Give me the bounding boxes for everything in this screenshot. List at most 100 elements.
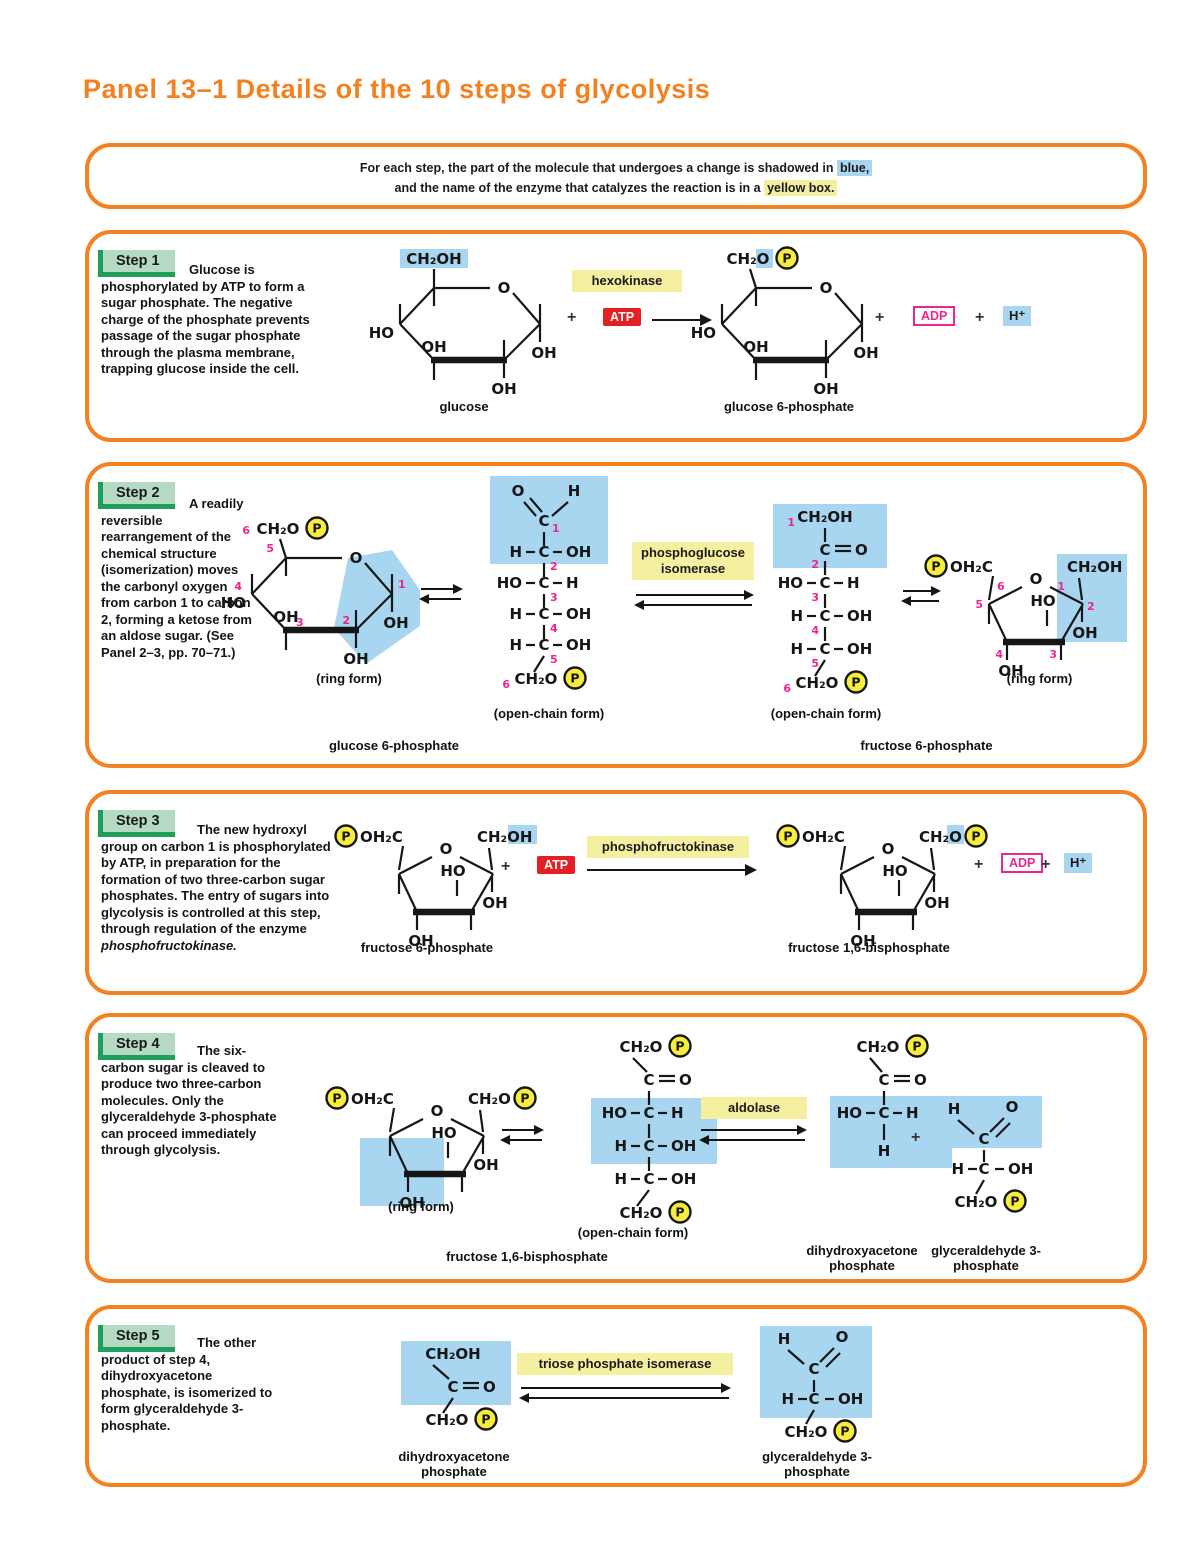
plus-sign: + <box>1041 856 1051 873</box>
atom-label: OH <box>421 338 446 356</box>
bonds <box>720 268 864 380</box>
blue-highlight <box>591 1098 717 1164</box>
atom-label: O <box>483 1378 496 1396</box>
plus-sign: + <box>974 856 984 873</box>
legend-line-2: and the name of the enzyme that catalyze… <box>89 178 1143 198</box>
bonds <box>839 845 936 930</box>
bonds <box>787 1347 841 1425</box>
atom-label: C <box>538 574 549 592</box>
atom-label: OH₂C <box>802 828 845 846</box>
atp-badge: ATP <box>537 856 576 874</box>
atom-label: H <box>951 1160 964 1178</box>
step-1-text: Glucose is phosphorylated by ATP to form… <box>101 262 310 376</box>
h-plus-badge: H⁺ <box>1003 306 1032 326</box>
step-1-description: Glucose is phosphorylated by ATP to form… <box>101 262 313 378</box>
carbon-number: 2 <box>550 560 558 573</box>
blue-highlight <box>773 504 887 568</box>
atom-label: OH <box>273 608 298 626</box>
atom-label: O <box>679 1071 692 1089</box>
plus-sign: + <box>501 858 511 875</box>
carbon-number: 6 <box>783 682 791 695</box>
glucose-6-phosphate-ring-structure: CH₂O P O HO OH OH <box>691 246 879 398</box>
step-5-panel: Step 5 The other product of step 4, dihy… <box>85 1305 1147 1487</box>
atom-label: CH₂OH <box>477 828 532 846</box>
indent-spacer <box>101 833 197 834</box>
atom-label: CH₂O <box>468 1090 511 1108</box>
atom-label: OH <box>998 662 1023 680</box>
atom-label: HO <box>1030 592 1055 610</box>
atom-label: O <box>914 1071 927 1089</box>
phosphate-icon <box>668 1034 692 1058</box>
ring-oxygen: O <box>350 549 363 567</box>
molecule-label-dhap: dihydroxyacetone phosphate <box>806 1243 918 1273</box>
atom-label: H <box>614 1137 627 1155</box>
carbon-number: 6 <box>242 524 250 537</box>
f16bp-ring-structure: P OH₂C O CH₂O P HO OH OH <box>325 1086 537 1212</box>
indent-spacer <box>101 1054 197 1055</box>
bonds <box>987 575 1084 660</box>
ring-oxygen: O <box>882 840 895 858</box>
molecule-label-f6p: fructose 6-phosphate <box>360 940 494 955</box>
atom-label: OH <box>847 640 872 658</box>
molecule-label-f16bp: fructose 1,6-bisphosphate <box>788 940 950 955</box>
step-4-panel: Step 4 The six-carbon sugar is cleaved t… <box>85 1013 1147 1283</box>
atom-label: CH₂OH <box>797 508 852 526</box>
atom-label: H <box>509 605 522 623</box>
atom-label: CH₂O <box>857 1038 900 1056</box>
phosphate-icon <box>513 1086 537 1110</box>
atom-label: C <box>808 1390 819 1408</box>
phosphate-icon <box>964 824 988 848</box>
atom-label: C <box>808 1360 819 1378</box>
f16bp-ring-structure: P OH₂C O CH₂O P HO OH OH <box>776 824 988 950</box>
atom-label: CH₂O <box>955 1193 998 1211</box>
atom-label: H <box>906 1104 919 1122</box>
carbon-number: 5 <box>266 542 274 555</box>
legend-box: For each step, the part of the molecule … <box>85 143 1147 209</box>
phosphate-letter: P <box>570 671 579 686</box>
dhap-structure: CH₂OH C O CH₂O P <box>401 1341 511 1431</box>
blue-highlight <box>508 825 537 844</box>
enzyme-box-hexokinase: hexokinase <box>572 270 682 292</box>
molecule-label-glucose: glucose <box>439 399 489 414</box>
phosphate-letter: P <box>840 1424 849 1439</box>
phosphate-icon <box>334 824 358 848</box>
atom-label: OH <box>473 1156 498 1174</box>
atom-label: OH <box>482 894 507 912</box>
atom-label: CH₂OH <box>1067 558 1122 576</box>
ring-oxygen: O <box>431 1102 444 1120</box>
phosphate-icon <box>776 824 800 848</box>
carbon-number: 3 <box>296 616 304 629</box>
atom-label: OH <box>813 380 838 398</box>
enzyme-box-triose-phosphate-isomerase: triose phosphate isomerase <box>517 1353 733 1375</box>
atom-label: OH <box>671 1170 696 1188</box>
carbon-number: 2 <box>342 614 350 627</box>
step-3-text: The new hydroxyl group on carbon 1 is ph… <box>101 822 331 936</box>
atom-label: C <box>643 1071 654 1089</box>
equilibrium-arrows <box>519 1383 731 1403</box>
phosphate-letter: P <box>931 559 940 574</box>
molecule-label-g6p: glucose 6-phosphate <box>328 738 460 753</box>
carbon-number: 4 <box>811 624 819 637</box>
yellow-box-sample: yellow box. <box>764 180 838 196</box>
atom-label: H <box>847 574 860 592</box>
carbon-number: 4 <box>234 580 242 593</box>
atom-label: OH <box>343 650 368 668</box>
phosphate-letter: P <box>481 1412 490 1427</box>
phosphate-letter: P <box>675 1205 684 1220</box>
atom-label: CH₂O <box>796 674 839 692</box>
carbon-number: 3 <box>550 591 558 604</box>
ring-oxygen: O <box>1030 570 1043 588</box>
atom-label: OH <box>566 605 591 623</box>
atom-label: OH₂C <box>360 828 403 846</box>
atom-label: HO <box>221 594 246 612</box>
phosphate-icon <box>1003 1189 1027 1213</box>
enzyme-box-aldolase: aldolase <box>701 1097 807 1119</box>
atp-badge: ATP <box>603 308 642 326</box>
atom-label: OH <box>924 894 949 912</box>
phosphate-letter: P <box>1010 1194 1019 1209</box>
ring-oxygen: O <box>498 279 511 297</box>
phosphate-letter: P <box>782 251 791 266</box>
phosphate-letter: P <box>520 1091 529 1106</box>
reaction-arrow-right <box>587 864 757 876</box>
atom-label: HO <box>431 1124 456 1142</box>
